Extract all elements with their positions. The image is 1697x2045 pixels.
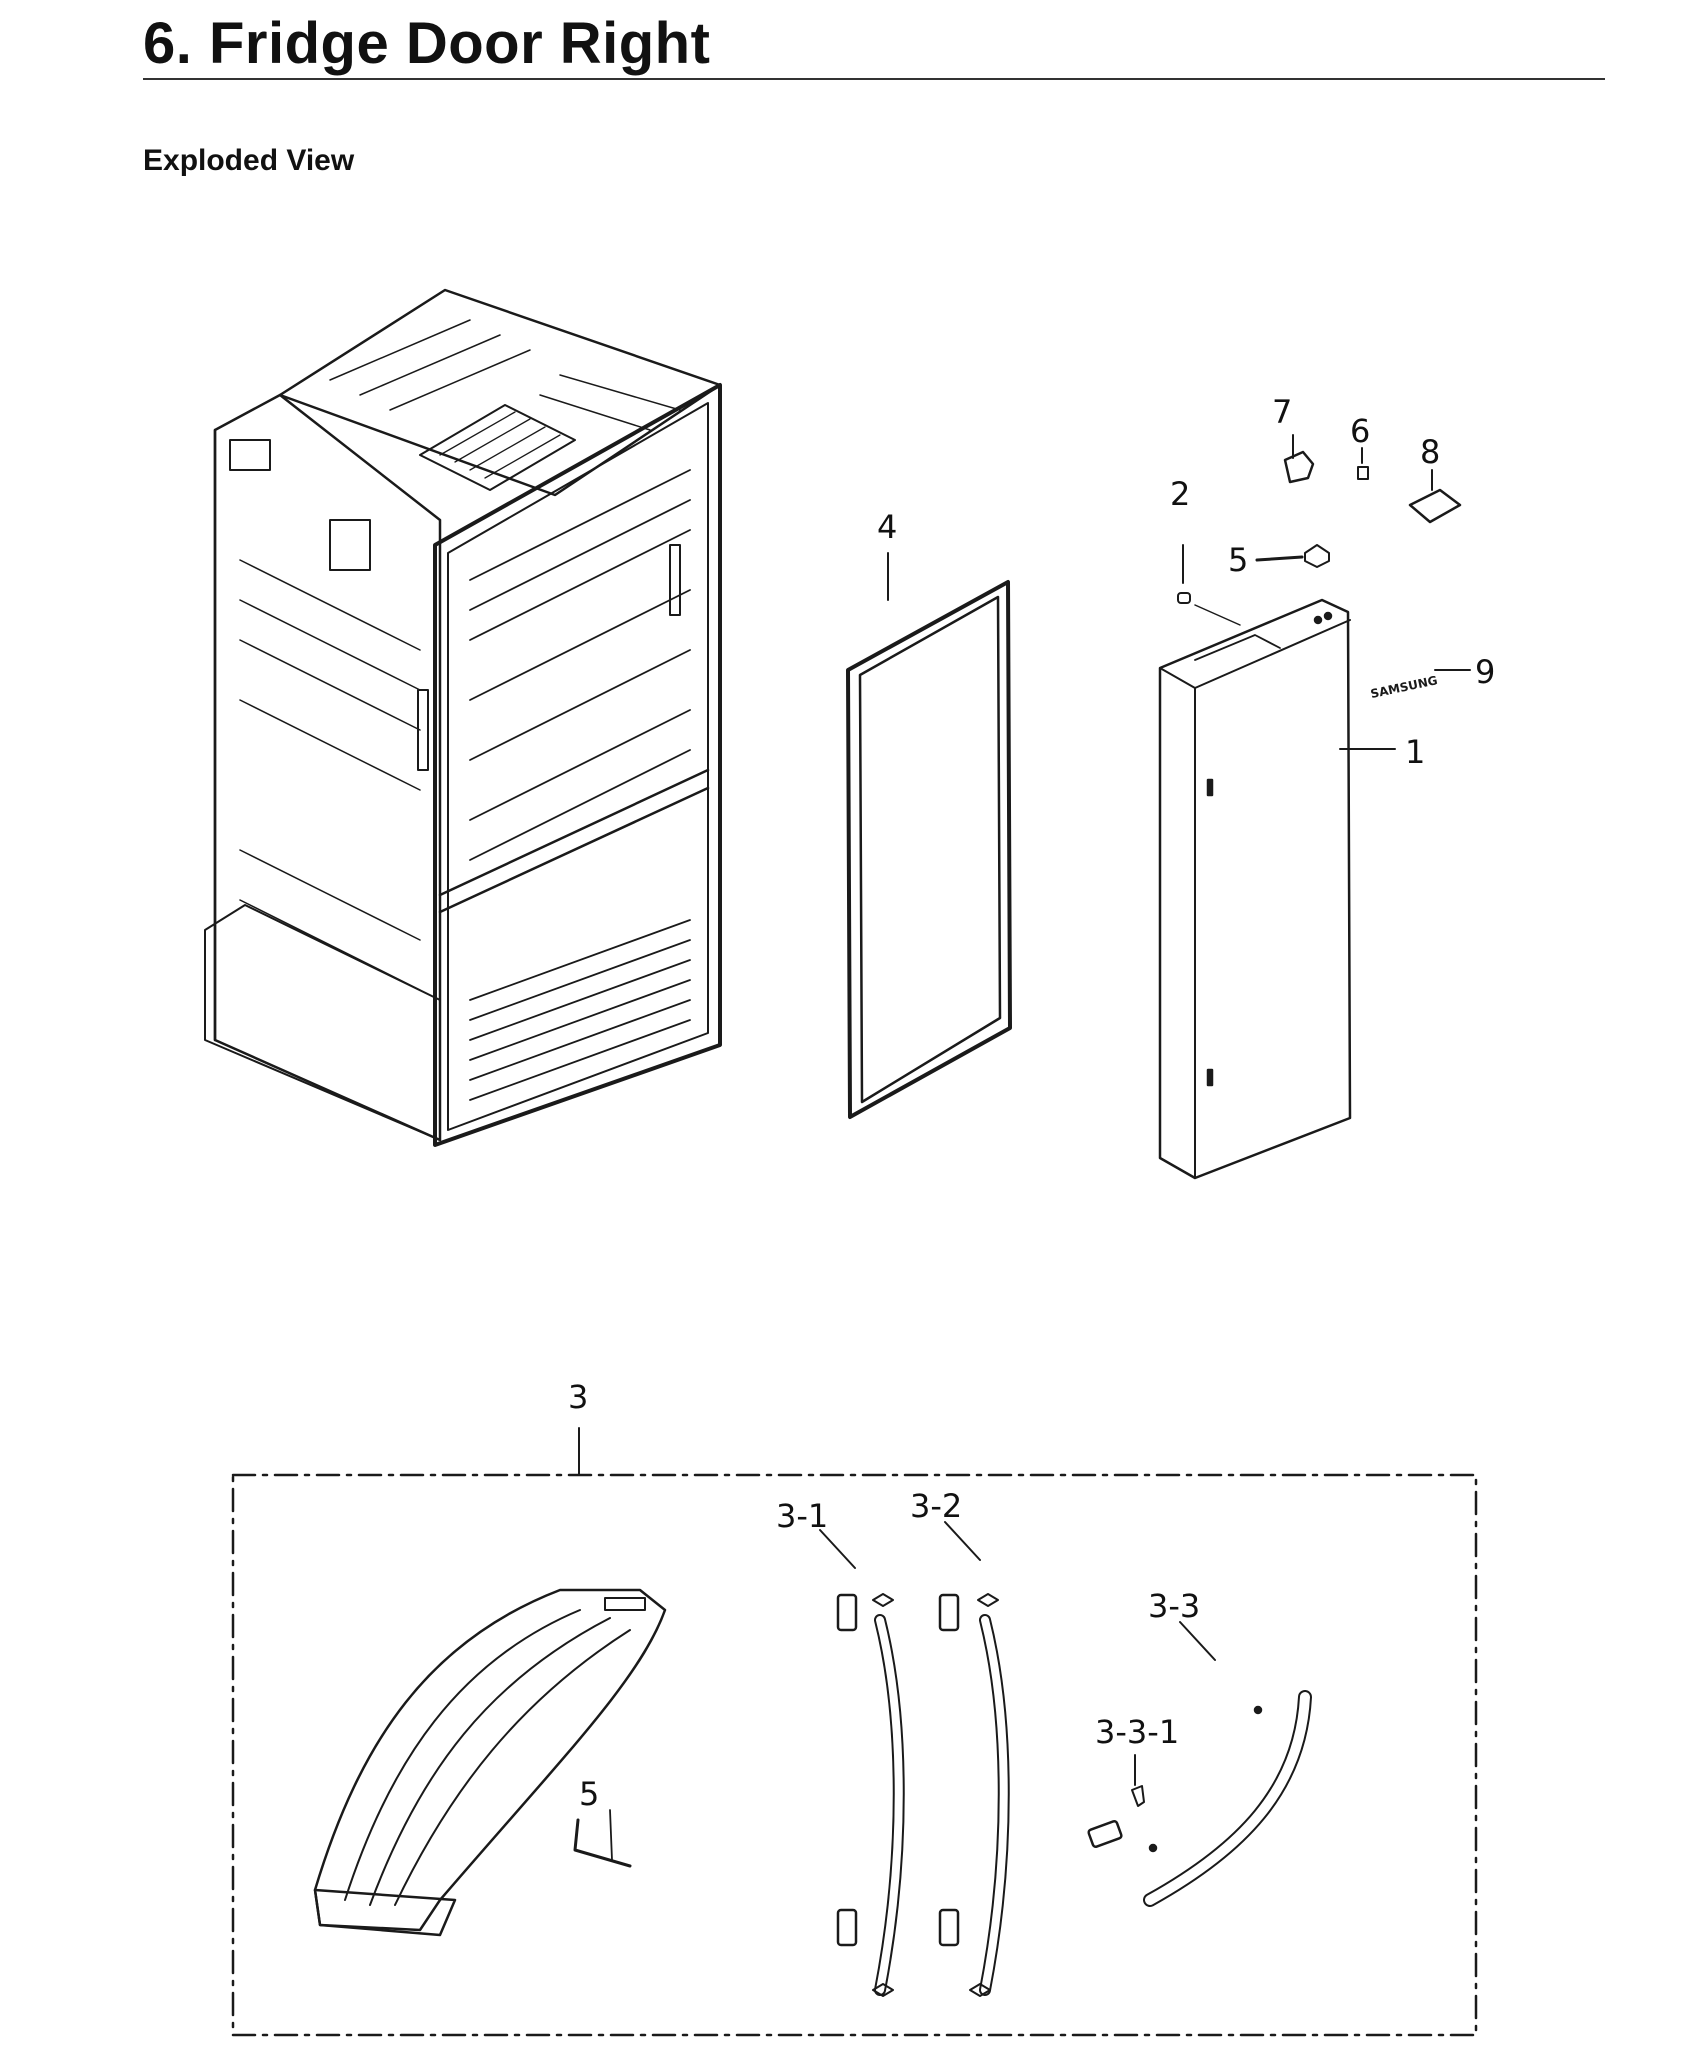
handle-body-part bbox=[313, 1588, 667, 1937]
handle-assembly-boundary bbox=[231, 1473, 1478, 2037]
hinge-pin-part bbox=[1177, 544, 1241, 626]
callout-9: 9 bbox=[1475, 653, 1495, 691]
handle-deco-right-part bbox=[938, 1521, 1010, 1997]
callout-7: 7 bbox=[1272, 393, 1292, 431]
door-gasket-part bbox=[846, 580, 1012, 1119]
section-subtitle: Exploded View bbox=[143, 144, 355, 177]
refrigerator-cabinet bbox=[204, 288, 722, 1147]
callout-3-1: 3-1 bbox=[776, 1497, 828, 1535]
callout-2: 2 bbox=[1170, 475, 1190, 513]
handle-cover-strip-part bbox=[1143, 1621, 1312, 1907]
callout-1: 1 bbox=[1405, 733, 1425, 771]
callout-3-3-1: 3-3-1 bbox=[1095, 1713, 1179, 1751]
callout-5-handle: 5 bbox=[579, 1775, 599, 1813]
page-title: 6. Fridge Door Right bbox=[143, 11, 711, 76]
hinge-cover-part bbox=[1283, 434, 1315, 484]
callout-3-2: 3-2 bbox=[910, 1487, 962, 1525]
door-panel-part bbox=[1158, 598, 1352, 1180]
callout-5: 5 bbox=[1228, 541, 1248, 579]
callout-6: 6 bbox=[1350, 412, 1370, 450]
bracket-part bbox=[1357, 447, 1369, 480]
callout-3-3: 3-3 bbox=[1148, 1587, 1200, 1625]
callout-3: 3 bbox=[568, 1378, 588, 1416]
handle-deco-left-part bbox=[819, 1529, 905, 1997]
handle-screw-clip-part bbox=[1087, 1754, 1145, 1848]
hinge-cap-part bbox=[1255, 544, 1330, 568]
callout-4: 4 bbox=[877, 508, 897, 546]
callout-8: 8 bbox=[1420, 433, 1440, 471]
brand-emblem: SAMSUNG bbox=[1369, 673, 1439, 701]
hinge-plate-part bbox=[1408, 469, 1462, 524]
title-divider bbox=[143, 78, 1605, 80]
hex-key-part bbox=[573, 1809, 632, 1868]
